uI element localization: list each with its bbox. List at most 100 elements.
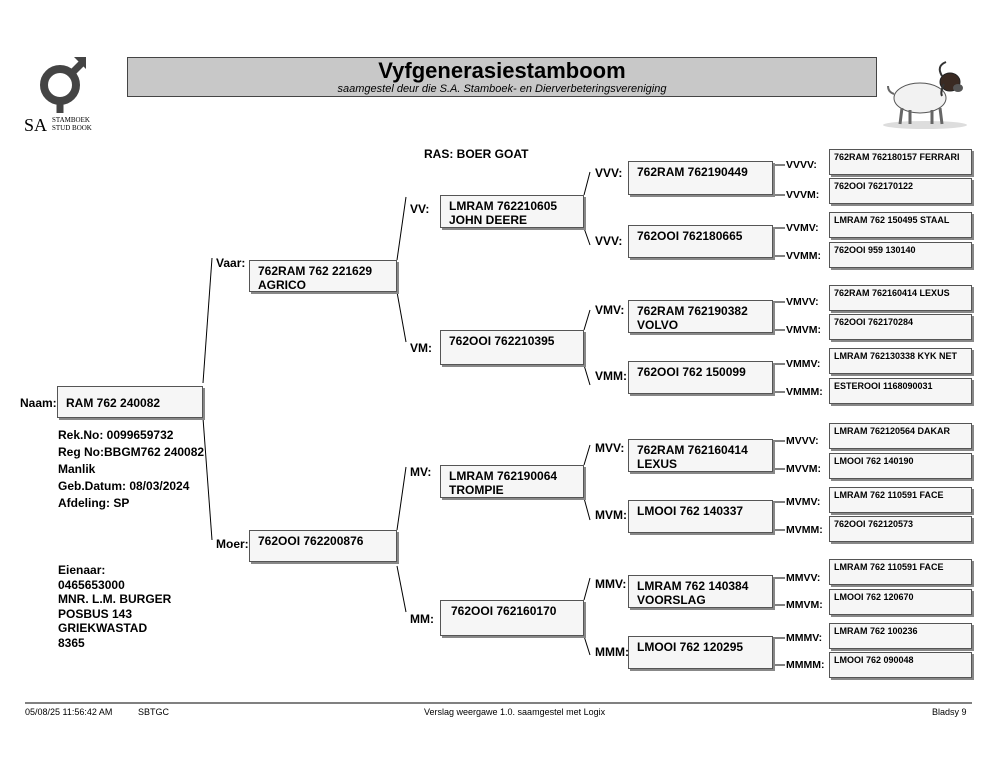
vvm-box: 762OOI 762180665 <box>628 225 773 258</box>
footer-report: Verslag weergawe 1.0. saamgestel met Log… <box>424 707 606 717</box>
owner-name: MNR. L.M. BURGER <box>58 592 172 606</box>
gen4-label: MVVV: <box>786 435 819 447</box>
sex: Manlik <box>58 462 96 476</box>
dam-box: 762OOI 762200876 <box>249 530 397 562</box>
gen4-label: VVMM: <box>786 250 821 262</box>
title-banner: Vyfgenerasiestamboom saamgestel deur die… <box>127 57 877 97</box>
reg-no: Reg No:BBGM762 240082 <box>58 445 205 459</box>
gen4-label: MVVM: <box>786 463 821 475</box>
sire-line2: AGRICO <box>258 278 306 292</box>
mv-line1: LMRAM 762190064 <box>449 469 558 483</box>
gen4-label: VMVM: <box>786 324 821 336</box>
dam-line1: 762OOI 762200876 <box>258 534 364 548</box>
gen4-box: LMOOI 762 140190 <box>829 453 972 479</box>
sex-symbol-icon <box>40 57 86 113</box>
mvm-box: LMOOI 762 140337 <box>628 500 773 533</box>
gen4-name: LMRAM 762 110591 FACE <box>834 562 944 572</box>
gen4-box: LMOOI 762 090048 <box>829 652 972 678</box>
gen4-box: 762OOI 959 130140 <box>829 242 972 268</box>
gen4-label: VVVM: <box>786 189 820 201</box>
gen4-box: LMOOI 762 120670 <box>829 589 972 615</box>
vv-line1: LMRAM 762210605 <box>449 199 558 213</box>
vv-box: LMRAM 762210605 JOHN DEERE <box>440 195 584 228</box>
gen4-box: LMRAM 762120564 DAKAR <box>829 423 972 449</box>
birth-date: Geb.Datum: 08/03/2024 <box>58 479 190 493</box>
mm-box: 762OOI 762160170 <box>440 600 584 636</box>
footer-timestamp: 05/08/25 11:56:42 AM <box>25 707 113 717</box>
gen4-label: MVMV: <box>786 496 821 508</box>
mv-label: MV: <box>410 465 432 479</box>
vm-label: VM: <box>410 341 432 355</box>
vvv-line1: 762RAM 762190449 <box>637 165 748 179</box>
vmv-label: VMV: <box>595 303 625 317</box>
vv-label: VV: <box>410 202 430 216</box>
vmv-box: 762RAM 762190382 VOLVO <box>628 300 773 333</box>
mm-line1: 762OOI 762160170 <box>451 604 557 618</box>
gen4-name: 762OOI 762170122 <box>834 181 914 191</box>
gen4-box: LMRAM 762 150495 STAAL <box>829 212 972 238</box>
gen4-box: 762OOI 762170122 <box>829 178 972 204</box>
gen4-box: LMRAM 762 100236 <box>829 623 972 649</box>
gen4-label: VVMV: <box>786 222 819 234</box>
vm-box: 762OOI 762210395 <box>440 330 584 365</box>
owner-phone: 0465653000 <box>58 577 125 592</box>
gen4-label: VVVV: <box>786 159 817 171</box>
gen4-box: 762RAM 762160414 LEXUS <box>829 285 972 311</box>
mv-box: LMRAM 762190064 TROMPIE <box>440 465 584 498</box>
mmm-box: LMOOI 762 120295 <box>628 636 773 669</box>
vmm-label: VMM: <box>595 369 627 383</box>
gen4-label: MMMV: <box>786 632 823 644</box>
mvv-line1: 762RAM 762160414 <box>637 443 748 457</box>
mvv-label: MVV: <box>595 441 625 455</box>
vv-line2: JOHN DEERE <box>449 213 528 227</box>
gen4-label: VMMV: <box>786 358 821 370</box>
mm-label: MM: <box>410 612 434 626</box>
vmv-line2: VOLVO <box>637 318 679 332</box>
gen4-name: LMRAM 762 150495 STAAL <box>834 215 950 225</box>
mvv-box: 762RAM 762160414 LEXUS <box>628 439 773 472</box>
vmm-line1: 762OOI 762 150099 <box>637 365 746 379</box>
animal-name: RAM 762 240082 <box>66 396 161 410</box>
rek-no: Rek.No: 0099659732 <box>58 428 174 442</box>
gen4-name: LMRAM 762120564 DAKAR <box>834 426 951 436</box>
owner-town: GRIEKWASTAD <box>58 621 148 635</box>
vvm-label: VVV: <box>595 234 623 248</box>
gen4-box: 762OOI 762170284 <box>829 314 972 340</box>
dam-label: Moer: <box>216 537 249 551</box>
vvm-line1: 762OOI 762180665 <box>637 229 743 243</box>
gen4-name: 762OOI 762170284 <box>834 317 914 327</box>
breed-label: RAS: BOER GOAT <box>424 147 529 161</box>
vvv-label: VVV: <box>595 166 623 180</box>
gen4-name: LMOOI 762 090048 <box>834 655 914 665</box>
mmv-box: LMRAM 762 140384 VOORSLAG <box>628 575 773 608</box>
owner-block: Eienaar: 0465653000 MNR. L.M. BURGER POS… <box>58 563 171 650</box>
vmv-line1: 762RAM 762190382 <box>637 304 748 318</box>
mvm-label: MVM: <box>595 508 627 522</box>
gen4-name: LMRAM 762130338 KYK NET <box>834 351 958 361</box>
owner-label: Eienaar: <box>58 563 106 577</box>
page-title: Vyfgenerasiestamboom <box>378 58 626 83</box>
gen4-name: LMRAM 762 110591 FACE <box>834 490 944 500</box>
page-subtitle: saamgestel deur die S.A. Stamboek- en Di… <box>337 83 667 95</box>
sire-line1: 762RAM 762 221629 <box>258 264 373 278</box>
gen4-name: LMOOI 762 140190 <box>834 456 914 466</box>
gen4-name: 762OOI 959 130140 <box>834 245 916 255</box>
mmv-line2: VOORSLAG <box>637 593 706 607</box>
logo-sa-text: SA <box>24 115 48 135</box>
sire-box: 762RAM 762 221629 AGRICO <box>249 260 397 292</box>
stud-book-logo: SA STAMBOEK STUD BOOK <box>22 55 112 135</box>
owner-postcode: 8365 <box>58 635 85 650</box>
footer-code: SBTGC <box>138 707 170 717</box>
owner-address: POSBUS 143 <box>58 606 133 621</box>
gen4-box: LMRAM 762 110591 FACE <box>829 487 972 513</box>
vvv-box: 762RAM 762190449 <box>628 161 773 195</box>
gen4-box: 762RAM 762180157 FERRARI <box>829 149 972 175</box>
animal-name-box: RAM 762 240082 <box>57 386 203 418</box>
mmv-line1: LMRAM 762 140384 <box>637 579 749 593</box>
mvm-line1: LMOOI 762 140337 <box>637 504 744 518</box>
mmm-line1: LMOOI 762 120295 <box>637 640 744 654</box>
animal-details: Rek.No: 0099659732 Reg No:BBGM762 240082… <box>58 427 204 512</box>
gen4-box: LMRAM 762 110591 FACE <box>829 559 972 585</box>
animal-name-label: Naam: <box>20 396 57 410</box>
